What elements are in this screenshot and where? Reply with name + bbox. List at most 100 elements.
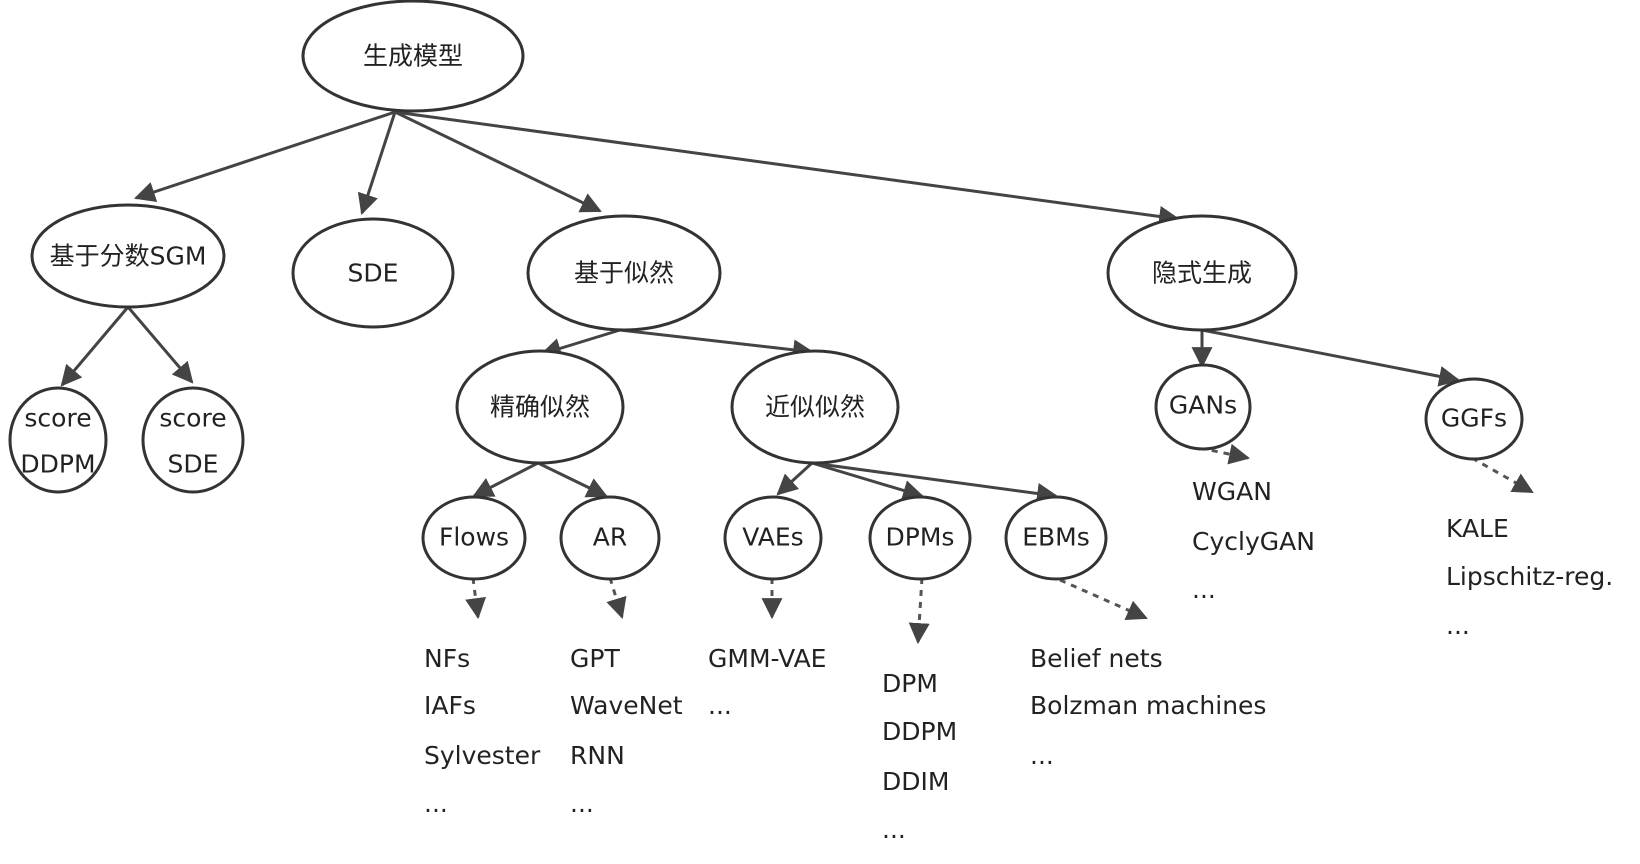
edge-implicit-ggfs [1201, 328, 1461, 387]
node-likelihood-label: 基于似然 [574, 259, 674, 288]
node-exact-shape [455, 349, 625, 465]
node-flows-label: Flows [439, 523, 509, 552]
edge-dpms-leaves [908, 577, 930, 645]
node-sgm-label: 基于分数SGM [50, 242, 207, 271]
node-flows-shape [421, 495, 527, 581]
leaf-ebms-2: ... [1030, 741, 1054, 770]
leaf-ggfs-0: KALE [1446, 514, 1509, 543]
node-score-sde: score SDE [141, 386, 245, 494]
node-vaes-shape [723, 495, 823, 581]
node-vaes: VAEs [723, 495, 823, 581]
node-flows: Flows [421, 495, 527, 581]
node-score-sde-label-2: SDE [168, 450, 219, 479]
leaves-ebms: Belief nets Bolzman machines ... [1030, 644, 1266, 770]
leaves-dpms: DPM DDPM DDIM ... [882, 669, 957, 844]
leaf-ebms-1: Bolzman machines [1030, 691, 1266, 720]
leaf-flows-0: NFs [424, 644, 470, 673]
node-ggfs-label: GGFs [1441, 404, 1507, 433]
edge-approx-vaes [776, 461, 814, 496]
node-dpms: DPMs [868, 495, 972, 581]
edge-ar-leaves [606, 577, 627, 620]
edge-likelihood-exact [539, 328, 621, 359]
edge-root-implicit [394, 110, 1181, 227]
leaf-flows-1: IAFs [424, 691, 476, 720]
node-sgm: 基于分数SGM [30, 203, 226, 309]
edge-root-likelihood [394, 110, 602, 213]
node-sde-label: SDE [348, 259, 399, 288]
leaf-flows-2: Sylvester [424, 741, 541, 770]
node-likelihood: 基于似然 [526, 214, 722, 332]
leaf-vaes-0: GMM-VAE [708, 644, 826, 673]
edge-ebms-leaves [1059, 578, 1148, 620]
node-vaes-label: VAEs [742, 523, 803, 552]
leaves-vaes: GMM-VAE ... [708, 644, 826, 720]
edge-ggfs-leaves [1471, 456, 1534, 494]
node-root-label: 生成模型 [363, 42, 463, 71]
node-dpms-shape [868, 495, 972, 581]
edge-flows-leaves [465, 577, 487, 620]
leaves-flows: NFs IAFs Sylvester ... [424, 644, 541, 818]
node-score-ddpm-label-1: score [24, 404, 91, 433]
node-score-ddpm-label-2: DDPM [20, 450, 95, 479]
edge-likelihood-approx [619, 328, 815, 361]
leaf-ggfs-1: Lipschitz-reg. [1446, 562, 1613, 591]
node-ebms-label: EBMs [1022, 523, 1090, 552]
node-sde: SDE [291, 217, 455, 329]
node-ebms: EBMs [1004, 495, 1108, 581]
node-ggfs-shape [1424, 377, 1524, 461]
node-ar-shape [559, 495, 661, 581]
node-gans: GANs [1154, 363, 1252, 451]
edge-exact-ar [537, 461, 608, 498]
edge-exact-flows [472, 461, 539, 498]
node-score-sde-label-1: score [159, 404, 226, 433]
leaf-ar-1: WaveNet [570, 691, 683, 720]
node-exact: 精确似然 [455, 349, 625, 465]
leaf-dpms-0: DPM [882, 669, 938, 698]
node-implicit-shape [1106, 214, 1298, 332]
node-ebms-shape [1004, 495, 1108, 581]
leaf-ggfs-2: ... [1446, 611, 1470, 640]
leaf-gans-0: WGAN [1192, 477, 1272, 506]
node-ar: AR [559, 495, 661, 581]
node-implicit: 隐式生成 [1106, 214, 1298, 332]
node-score-ddpm: score DDPM [8, 386, 108, 494]
edge-gans-leaves [1199, 443, 1251, 465]
node-sde-shape [291, 217, 455, 329]
node-approx-label: 近似似然 [765, 393, 865, 422]
edge-approx-dpms [811, 461, 925, 501]
edge-root-sde [357, 111, 397, 215]
node-gans-shape [1154, 363, 1252, 451]
leaf-gans-1: CyclyGAN [1192, 527, 1315, 556]
node-root-shape [301, 0, 525, 113]
node-dpms-label: DPMs [886, 523, 955, 552]
leaf-ar-3: ... [570, 789, 594, 818]
leaf-vaes-1: ... [708, 691, 732, 720]
node-score-ddpm-shape [8, 386, 108, 494]
node-likelihood-shape [526, 214, 722, 332]
edge-sgm-scoreddpm [60, 306, 130, 387]
edges [60, 110, 1534, 645]
leaves-ar: GPT WaveNet RNN ... [570, 644, 683, 818]
leaf-flows-3: ... [424, 789, 448, 818]
leaf-gans-2: ... [1192, 575, 1216, 604]
leaf-dpms-1: DDPM [882, 717, 957, 746]
node-exact-label: 精确似然 [490, 393, 590, 422]
node-implicit-label: 隐式生成 [1152, 259, 1252, 288]
leaf-ebms-0: Belief nets [1030, 644, 1163, 673]
edge-approx-ebms [811, 461, 1059, 504]
node-approx-shape [730, 349, 900, 465]
node-root: 生成模型 [301, 0, 525, 113]
leaf-dpms-2: DDIM [882, 767, 949, 796]
node-ar-label: AR [593, 523, 627, 552]
node-approx: 近似似然 [730, 349, 900, 465]
edge-root-sgm [134, 110, 396, 203]
leaves-gans: WGAN CyclyGAN ... [1192, 477, 1315, 604]
node-score-sde-shape [141, 386, 245, 494]
leaves-ggfs: KALE Lipschitz-reg. ... [1446, 514, 1613, 640]
leaf-ar-0: GPT [570, 644, 620, 673]
edge-sgm-scoresde [126, 306, 194, 384]
node-ggfs: GGFs [1424, 377, 1524, 461]
node-gans-label: GANs [1169, 391, 1237, 420]
node-sgm-shape [30, 203, 226, 309]
